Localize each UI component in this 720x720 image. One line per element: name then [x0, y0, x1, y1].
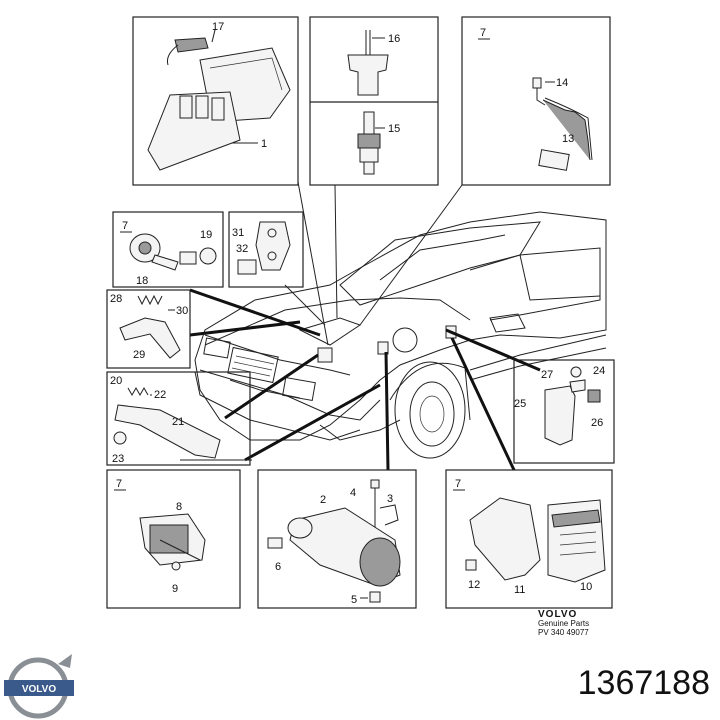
callout-3: 3 — [387, 493, 393, 505]
callout-22: 22 — [154, 389, 166, 401]
callout-24: 24 — [593, 365, 605, 377]
panel-knock-sensor: 7 19 18 — [112, 211, 224, 288]
panel-sensor: 7 14 13 — [461, 16, 611, 186]
genuine-parts-label: VOLVO Genuine Parts PV 340 49077 — [538, 609, 618, 638]
panel-distributor: 17 1 — [132, 16, 299, 186]
callout-13: 13 — [562, 133, 574, 145]
callout-31: 31 — [232, 227, 244, 239]
callout-4: 4 — [350, 487, 356, 499]
callout-23: 23 — [112, 453, 124, 465]
callout-21: 21 — [172, 416, 184, 428]
logo-text: VOLVO — [22, 684, 56, 695]
callout-28: 28 — [110, 293, 122, 305]
car-illustration — [194, 211, 607, 459]
callout-15: 15 — [388, 123, 400, 135]
callout-27: 27 — [541, 369, 553, 381]
panel-mark-top-right: 7 — [480, 27, 486, 39]
volvo-logo-icon: VOLVO — [4, 654, 74, 719]
callout-17: 17 — [212, 21, 224, 33]
callout-6: 6 — [275, 561, 281, 573]
panel-mark-ecu: 7 — [455, 478, 461, 490]
callout-29: 29 — [133, 349, 145, 361]
leader-lines — [180, 181, 541, 471]
callout-16: 16 — [388, 33, 400, 45]
callout-2: 2 — [320, 494, 326, 506]
callout-9: 9 — [172, 583, 178, 595]
panel-spark: 16 15 — [309, 16, 439, 186]
panel-ignition-module: 7 8 9 — [106, 469, 241, 609]
panel-mark-module: 7 — [116, 478, 122, 490]
callout-18: 18 — [136, 275, 148, 287]
callout-10: 10 — [580, 581, 592, 593]
footer-subtitle: Genuine Parts — [538, 619, 590, 628]
callout-20: 20 — [110, 375, 122, 387]
panel-mark-knock: 7 — [122, 220, 128, 232]
callout-11: 11 — [514, 584, 525, 596]
callout-5: 5 — [351, 594, 357, 606]
callout-30: 30 — [176, 305, 188, 317]
panel-bracket-24: 27 24 25 26 — [513, 359, 615, 464]
callout-12: 12 — [468, 579, 480, 591]
panel-bracket-20: 20 22 21 23 — [106, 371, 251, 466]
callout-26: 26 — [591, 417, 603, 429]
callout-25: 25 — [514, 398, 526, 410]
part-number: 1367188 — [577, 664, 710, 702]
callout-32: 32 — [236, 243, 248, 255]
callout-19: 19 — [200, 229, 212, 241]
panel-bracket-small: 31 32 — [228, 211, 304, 288]
footer-reference: PV 340 49077 — [538, 628, 589, 637]
callout-14: 14 — [556, 77, 568, 89]
callout-1: 1 — [261, 138, 267, 150]
panel-bracket-28: 28 30 29 — [106, 289, 191, 369]
callout-8: 8 — [176, 501, 182, 513]
panel-control-unit: 7 12 11 10 — [445, 469, 613, 609]
footer-brand: VOLVO — [538, 609, 578, 620]
panel-ignition-coil: 2 4 3 6 5 — [257, 469, 417, 609]
